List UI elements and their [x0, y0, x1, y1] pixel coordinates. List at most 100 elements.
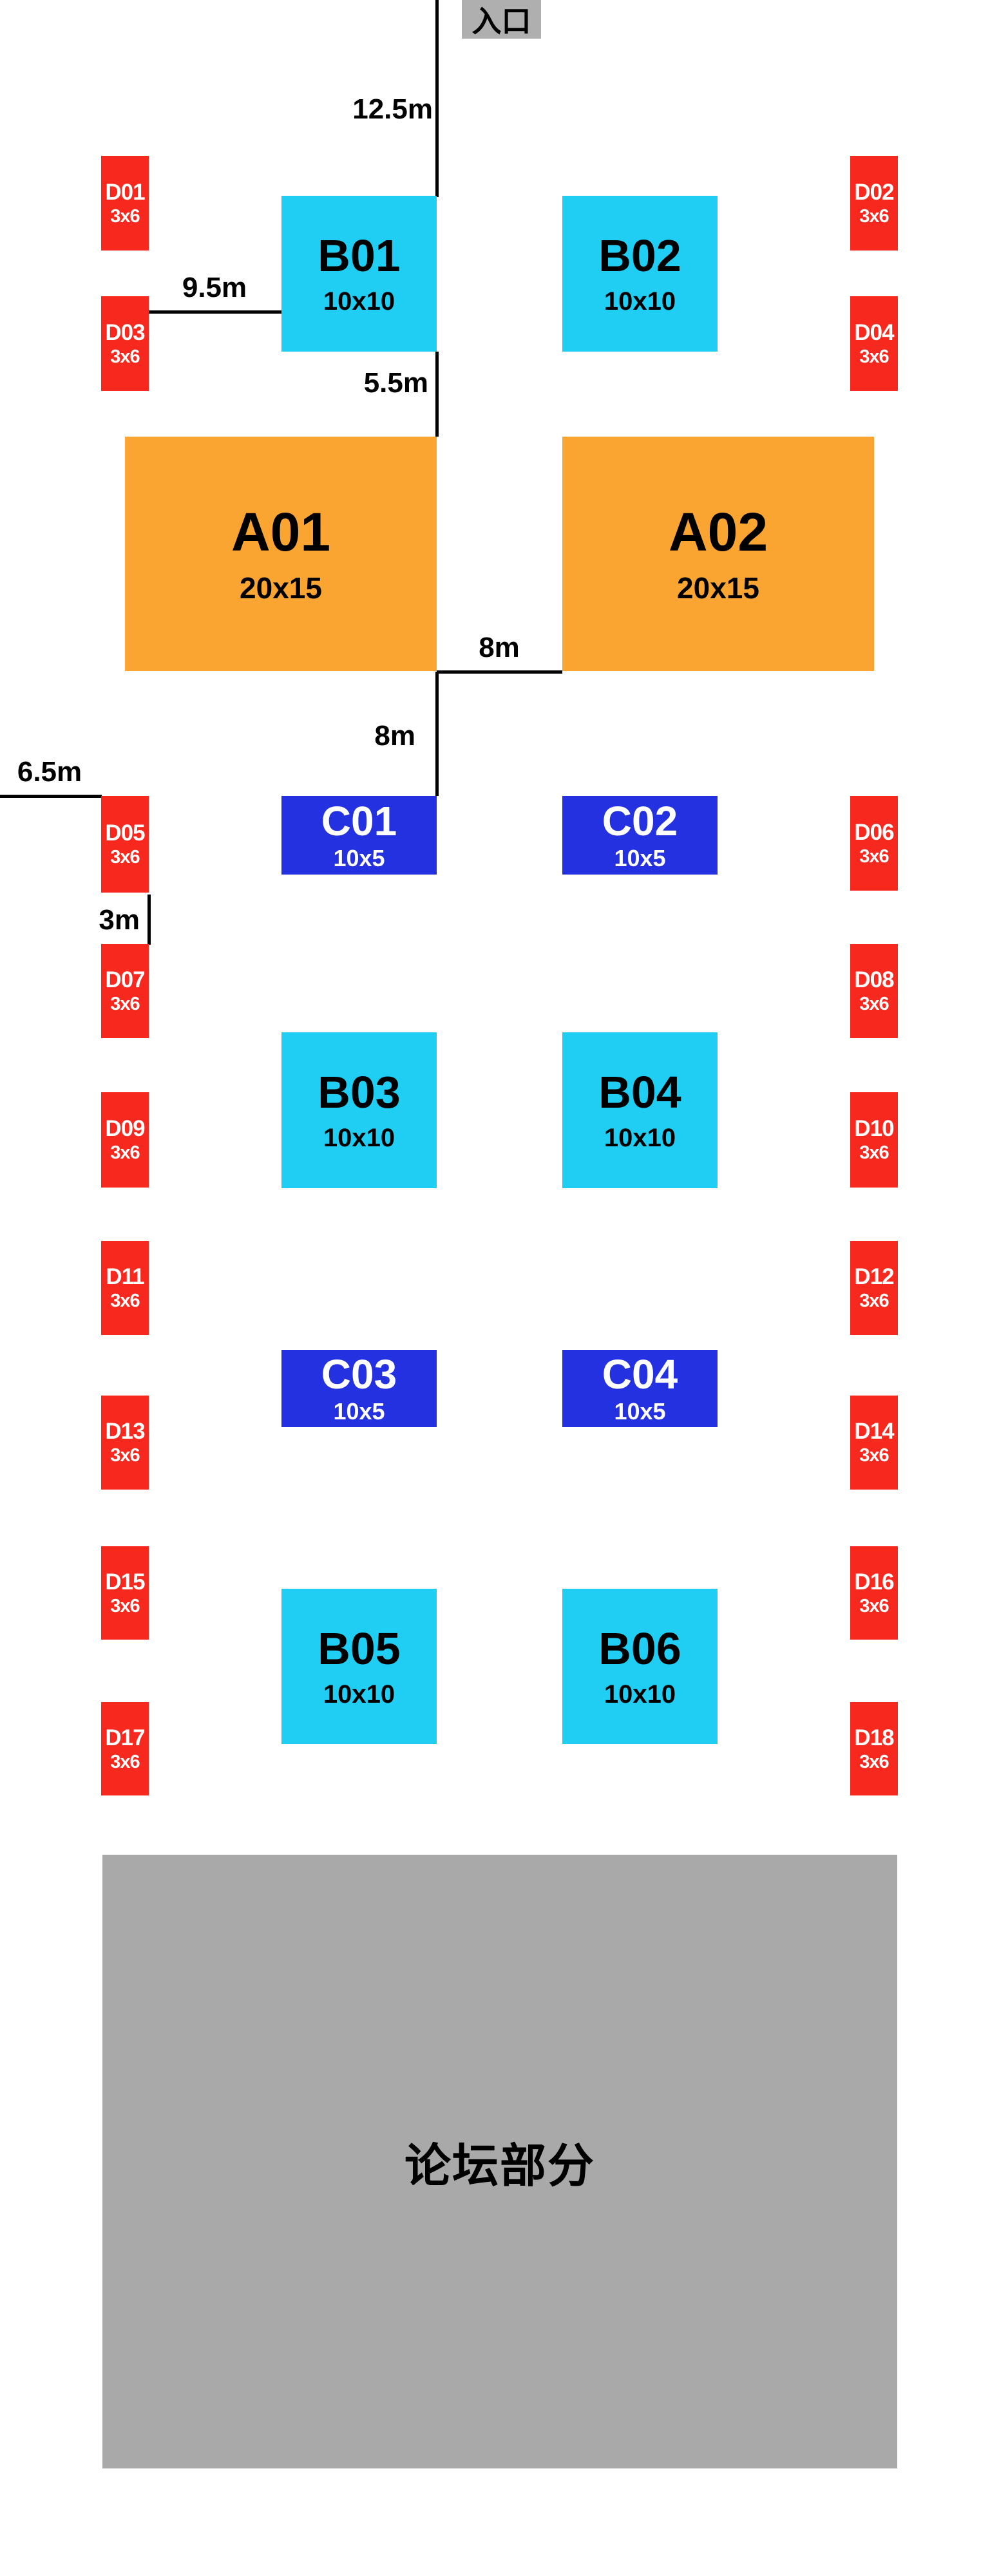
booth-size: 10x10	[604, 1680, 676, 1709]
booth-id: A01	[231, 502, 331, 562]
booth-size: 10x10	[323, 287, 395, 316]
booth-id: D15	[105, 1569, 145, 1595]
booth-size: 20x15	[677, 571, 759, 605]
booth-a02: A02 20x15	[562, 437, 874, 671]
booth-id: D13	[105, 1419, 145, 1444]
booth-id: D02	[854, 179, 894, 205]
dim-label-8m-horizontal-gap: 8m	[479, 632, 520, 663]
booth-size: 10x5	[333, 845, 385, 871]
booth-size: 3x6	[859, 1291, 889, 1311]
booth-id: D01	[105, 179, 145, 205]
booth-id: C01	[321, 798, 397, 844]
dim-label-8m-vertical-gap: 8m	[374, 720, 415, 752]
line-8m-horizontal	[437, 670, 562, 674]
dim-label-9-5m: 9.5m	[182, 272, 247, 303]
booth-size: 10x5	[333, 1398, 385, 1425]
booth-id: D07	[105, 967, 145, 992]
booth-size: 3x6	[110, 1445, 140, 1466]
booth-id: C04	[602, 1351, 678, 1397]
booth-size: 3x6	[859, 994, 889, 1014]
dim-label-5-5m: 5.5m	[363, 367, 428, 399]
booth-size: 3x6	[859, 346, 889, 367]
booth-size: 3x6	[110, 1595, 140, 1616]
booth-size: 3x6	[110, 1291, 140, 1311]
booth-id: D18	[854, 1725, 894, 1750]
booth-a01: A01 20x15	[125, 437, 437, 671]
booth-id: D12	[854, 1264, 894, 1289]
booth-size: 10x10	[323, 1680, 395, 1709]
booth-b03: B03 10x10	[281, 1032, 437, 1188]
booth-size: 10x10	[323, 1124, 395, 1152]
booth-size: 3x6	[110, 994, 140, 1014]
booth-id: B04	[598, 1067, 681, 1117]
booth-id: D06	[854, 819, 894, 845]
booth-id: D16	[854, 1569, 894, 1595]
booth-id: B06	[598, 1623, 681, 1674]
booth-size: 20x15	[240, 571, 322, 605]
booth-id: B05	[318, 1623, 401, 1674]
booth-id: D04	[854, 319, 894, 345]
forum-label: 论坛部分	[404, 2141, 595, 2192]
entrance-line-upper	[435, 0, 439, 197]
booth-b05: B05 10x10	[281, 1589, 437, 1744]
booth-size: 3x6	[110, 205, 140, 227]
line-a-to-c-vertical-gap	[435, 672, 439, 796]
booth-size: 3x6	[859, 205, 889, 227]
booth-id: C02	[602, 798, 678, 844]
booth-id: D08	[854, 967, 894, 992]
booth-size: 10x10	[604, 287, 676, 316]
booth-size: 3x6	[110, 346, 140, 367]
booth-id: B02	[598, 231, 681, 281]
forum-area: 论坛部分	[102, 1855, 897, 2468]
booth-size: 3x6	[110, 1751, 140, 1772]
booth-id: B01	[318, 231, 401, 281]
line-3m-vertical	[147, 895, 151, 945]
dim-label-3m: 3m	[99, 904, 140, 936]
dim-label-12-5m: 12.5m	[352, 93, 433, 125]
line-9-5m-horizontal	[149, 310, 281, 314]
booth-id: D05	[105, 820, 145, 846]
booth-id: C03	[321, 1351, 397, 1397]
booth-size: 10x10	[604, 1124, 676, 1152]
booth-id: B03	[318, 1067, 401, 1117]
booth-id: D09	[105, 1116, 145, 1141]
booth-size: 3x6	[859, 846, 889, 867]
booth-size: 3x6	[859, 1142, 889, 1163]
booth-b04: B04 10x10	[562, 1032, 718, 1188]
booth-id: D11	[106, 1264, 144, 1289]
booth-size: 3x6	[859, 1445, 889, 1466]
booth-b02: B02 10x10	[562, 196, 718, 352]
booth-size: 3x6	[110, 1142, 140, 1163]
entrance-label-box: 入口	[462, 0, 541, 39]
booth-b06: B06 10x10	[562, 1589, 718, 1744]
dim-label-6-5m: 6.5m	[17, 756, 82, 788]
booth-size: 3x6	[859, 1595, 889, 1616]
booth-id: D10	[854, 1116, 894, 1141]
line-6-5m-horizontal	[0, 795, 102, 798]
entrance-label: 入口	[471, 5, 531, 38]
booth-id: D17	[105, 1725, 145, 1750]
booth-size: 3x6	[110, 847, 140, 867]
booth-id: D03	[105, 319, 145, 345]
booth-size: 10x5	[614, 845, 666, 871]
booth-id: A02	[668, 502, 768, 562]
